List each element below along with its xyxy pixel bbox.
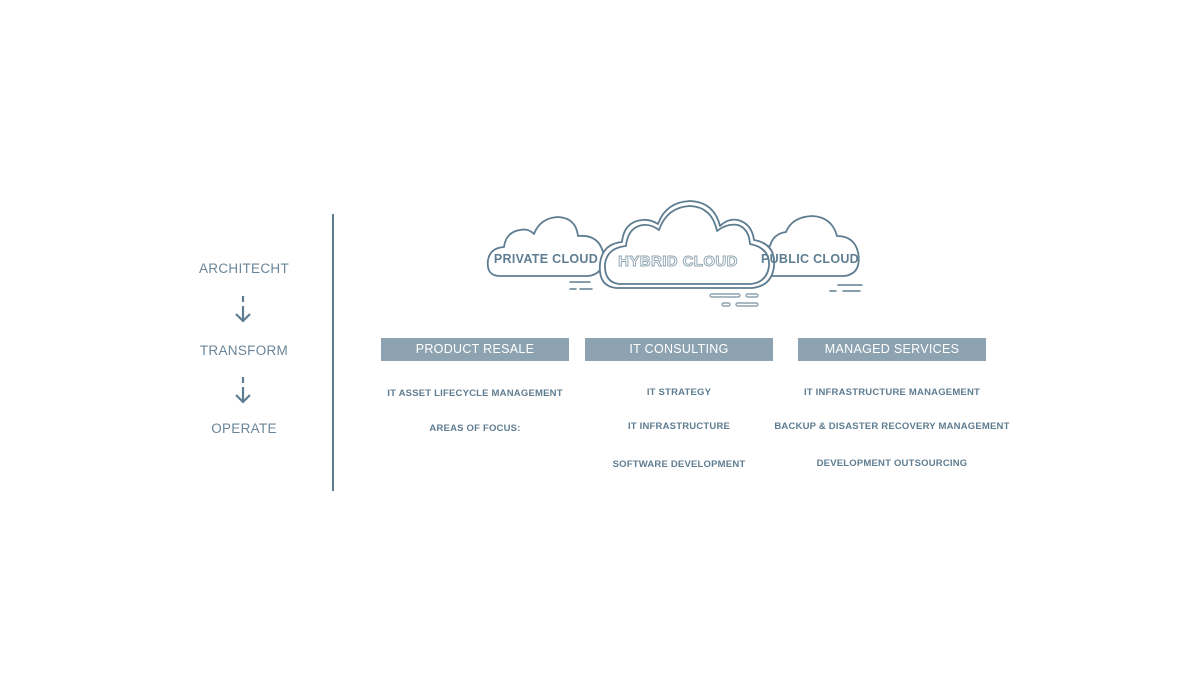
arrow-down-icon [235,377,251,404]
managed-services-item: BACKUP & DISASTER RECOVERY MANAGEMENT [774,421,1010,432]
stage-transform: TRANSFORM [199,343,289,358]
product-resale-header: PRODUCT RESALE [381,338,569,361]
it-consulting-item: IT INFRASTRUCTURE [627,421,731,432]
managed-services-header: MANAGED SERVICES [798,338,986,361]
hybrid-cloud-illustration: PRIVATE CLOUD HYBRID CLOUD PUBLIC CLOUD [486,200,863,307]
managed-services-item: IT INFRASTRUCTURE MANAGEMENT [803,387,981,398]
managed-services-item: DEVELOPMENT OUTSOURCING [816,458,968,469]
stage-operate: OPERATE [211,421,277,436]
stage-architecht: ARCHITECHT [199,261,289,276]
arrow-down-icon [235,296,251,323]
hybrid-cloud-label: HYBRID CLOUD [618,253,738,270]
product-resale-item: IT ASSET LIFECYCLE MANAGEMENT [387,388,563,399]
it-consulting-item: IT STRATEGY [646,387,712,398]
it-consulting-item: SOFTWARE DEVELOPMENT [612,459,746,470]
it-consulting-header: IT CONSULTING [585,338,773,361]
public-cloud-label: PUBLIC CLOUD [761,252,859,266]
hybrid-cloud-icon [598,200,776,289]
private-cloud-label: PRIVATE CLOUD [494,252,598,266]
vertical-divider [332,214,334,491]
product-resale-item: AREAS OF FOCUS: [429,423,521,434]
private-cloud-icon [486,216,605,277]
